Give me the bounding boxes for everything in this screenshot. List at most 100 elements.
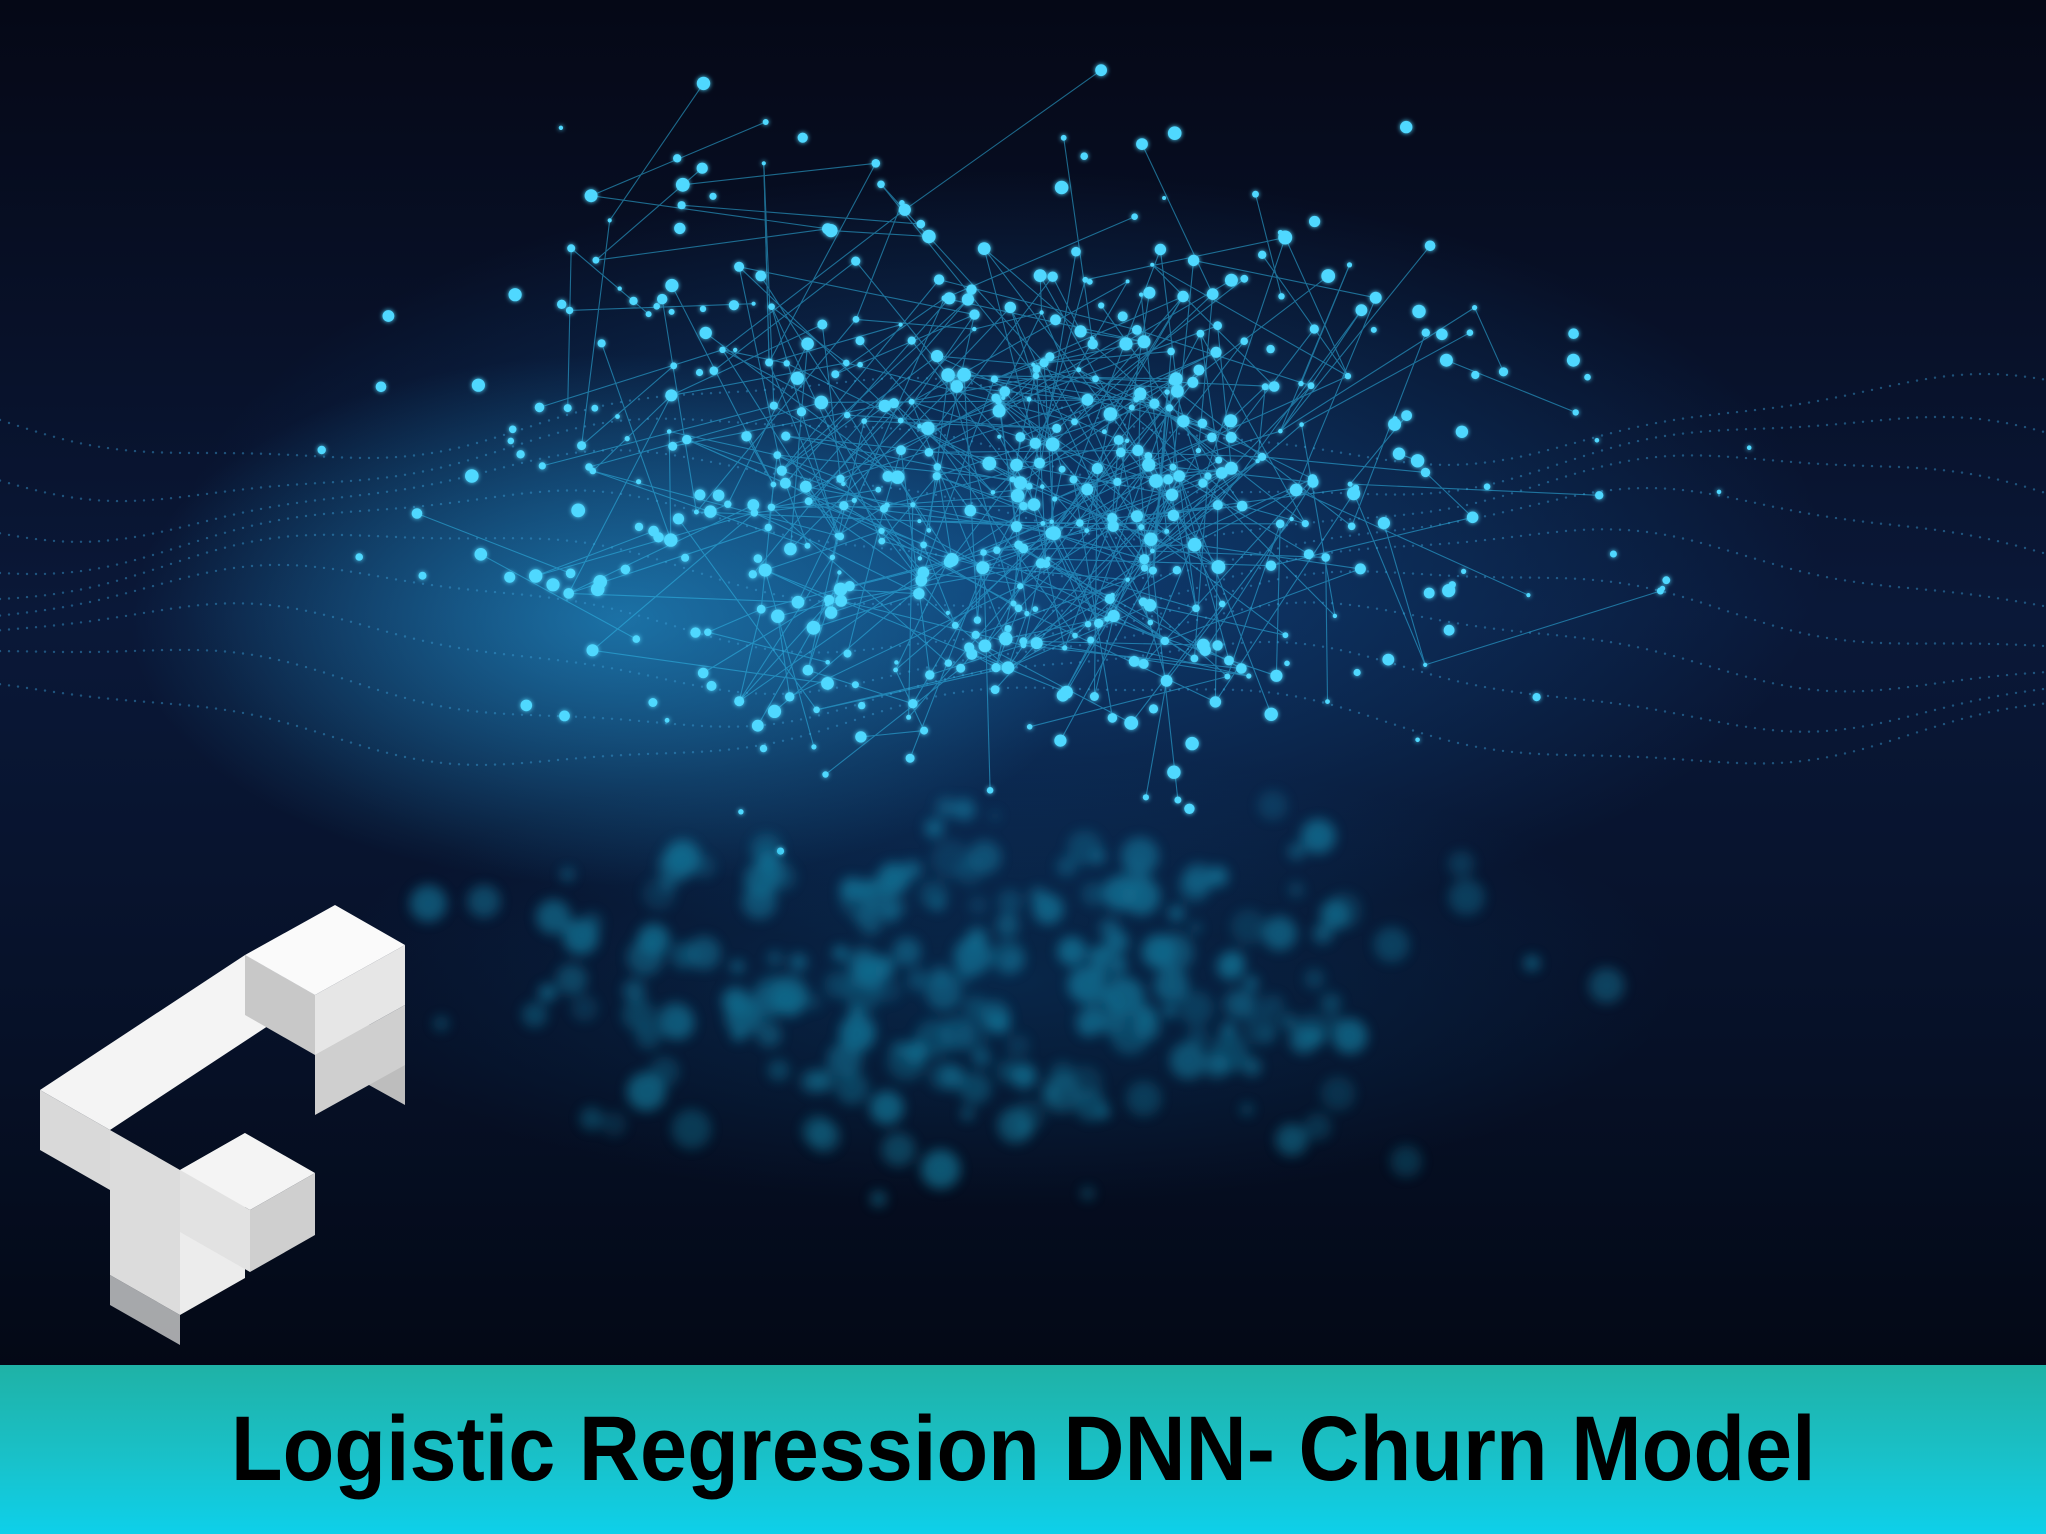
network-node [1240,337,1248,346]
wave-dot [1663,455,1667,458]
wave-dot [1924,728,1928,731]
wave-dot [1744,616,1748,619]
wave-dot [1969,642,1973,645]
wave-dot [1726,411,1730,415]
wave-dot [79,621,83,624]
wave-dot [106,539,110,542]
network-node [1144,532,1158,546]
wave-dot [1879,419,1883,422]
wave-dot [1537,576,1541,579]
wave-dot [772,423,776,426]
bokeh-dot [803,993,822,1011]
wave-dot [1240,491,1244,494]
wave-dot [1447,507,1451,510]
wave-dot [133,613,137,616]
wave-dot [952,691,956,695]
wave-dot [1528,453,1532,456]
wave-dot [475,589,479,592]
wave-dot [295,534,299,537]
wave-dot [1807,633,1811,636]
network-node [1076,519,1084,527]
wave-dot [187,524,191,527]
wave-dot [484,497,488,500]
wave-dot [808,716,812,719]
wave-dot [1330,703,1334,707]
wave-dot [1024,650,1028,653]
wave-dot [1771,624,1775,627]
wave-dot [88,498,92,501]
wave-dot [1762,407,1766,411]
wave-dot [151,553,155,557]
network-node [1289,483,1303,497]
network-node [1125,577,1130,582]
network-node [781,431,791,441]
wave-dot [115,499,119,503]
wave-dot [1627,755,1631,758]
wave-dot [1654,588,1658,592]
wave-dot [718,462,722,465]
wave-dot [25,686,29,690]
bokeh-dot [1243,1011,1277,1045]
wave-dot [7,421,11,425]
wave-dot [1744,675,1748,678]
network-node [986,787,994,794]
wave-dot [1141,576,1145,580]
wave-dot [889,548,893,551]
wave-dot [1762,427,1766,430]
network-node [836,474,845,483]
wave-dot [43,538,47,542]
wave-dot [196,451,200,455]
network-node [1266,344,1275,354]
wave-dot [916,642,920,645]
bokeh-dot [940,1064,966,1090]
network-node [785,692,795,702]
wave-dot [1870,583,1874,586]
network-node [831,370,840,379]
wave-dot [1825,515,1829,518]
wave-dot [1627,442,1631,445]
wave-dot [1924,527,1928,530]
wave-dot [655,395,659,399]
wave-dot [34,430,38,433]
wave-dot [1717,455,1721,458]
network-node [1095,64,1107,77]
wave-dot [529,491,533,494]
wave-dot [349,495,353,498]
wave-dot [718,517,722,520]
wave-dot [124,614,128,618]
network-node [813,706,820,714]
wave-dot [79,602,83,605]
bokeh-dot [935,797,958,819]
wave-dot [1690,416,1694,419]
wave-dot [736,725,740,728]
wave-dot [1465,623,1469,627]
wave-dot [421,536,425,540]
wave-dot [1339,649,1343,652]
network-node [584,189,598,203]
network-node [1210,346,1222,358]
network-node [1171,384,1184,398]
wave-dot [1933,708,1937,712]
network-node [1662,576,1671,585]
bokeh-dot [996,1059,1020,1084]
network-node [852,316,860,323]
wave-dot [1312,644,1316,647]
wave-dot [1888,687,1892,691]
wave-dot [34,650,38,653]
wave-dot [178,496,182,499]
wave-dot [646,720,650,723]
wave-dot [1492,482,1496,485]
wave-dot [1690,715,1694,718]
network-node [1160,636,1170,646]
wave-dot [1825,576,1829,579]
network-node [1584,373,1591,381]
wave-dot [1591,436,1595,440]
wave-dot [16,627,20,630]
wave-dot [1699,759,1703,763]
network-node [898,203,911,216]
wave-dot [709,749,713,753]
wave-dot [160,565,164,569]
bokeh-dot [1013,1099,1045,1132]
network-node [761,161,766,166]
network-node [1187,254,1200,267]
